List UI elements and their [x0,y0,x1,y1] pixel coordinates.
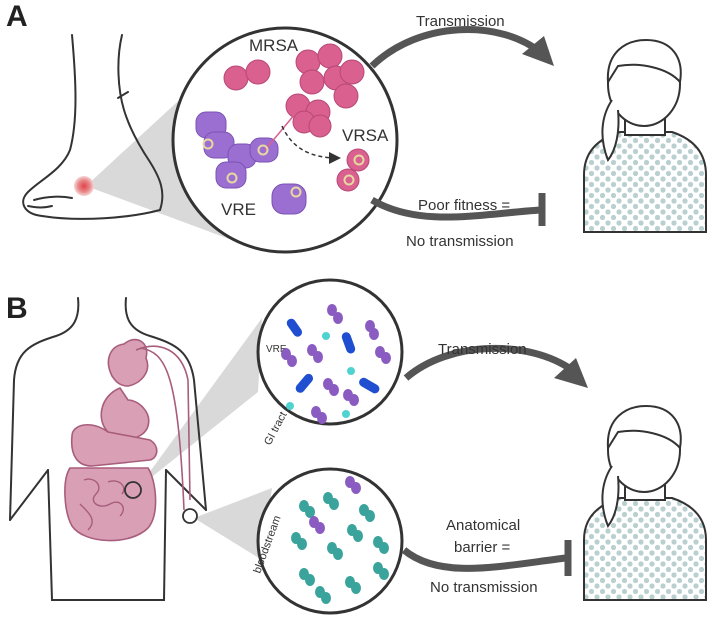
wound-icon [74,176,94,196]
intestine-loops [79,478,125,531]
transmission-arrowhead-a [522,36,554,66]
poor-fitness-label: Poor fitness = [418,197,510,214]
mrsa-label: MRSA [249,36,299,55]
transmission-arrow-a [369,26,543,69]
no-transmission-label-b: No transmission [430,579,538,596]
blocked-arrow-b [401,547,567,572]
mrsa-cluster [223,43,365,138]
transmission-label-a: Transmission [416,13,505,30]
zoom-wedge-blood [194,488,272,560]
zoom-wedge-gut [138,318,262,488]
patient-a [583,38,707,233]
anatomical-label: Anatomical [446,517,520,534]
organs-illustration [64,338,191,542]
blood-microbes [291,476,389,604]
blocked-arrow-a [370,196,541,221]
gut-microbes [281,304,391,424]
conjugation-pilus [264,107,301,151]
gut-circle-vre-label: VRE [266,344,287,355]
vrsa-cluster [336,148,370,192]
plasmid-markers-a [202,138,302,198]
patient-b [583,404,707,601]
no-transmission-label-a: No transmission [406,233,514,250]
foot-illustration [22,34,164,220]
gut-zoom-marker [124,481,142,499]
transmission-label-b: Transmission [438,341,527,358]
gi-tract-caption: GI tract [262,410,290,447]
transmission-arrow-b [403,345,575,381]
blood-zoom-marker [182,508,198,524]
panel-letter-b: B [6,292,28,325]
vre-cluster [195,111,307,215]
torso-illustration [9,297,207,601]
vrsa-label: VRSA [342,126,389,145]
vre-label: VRE [221,200,256,219]
transmission-arrowhead-b [554,358,588,388]
barrier-label: barrier = [454,539,511,556]
panel-letter-a: A [6,0,28,33]
